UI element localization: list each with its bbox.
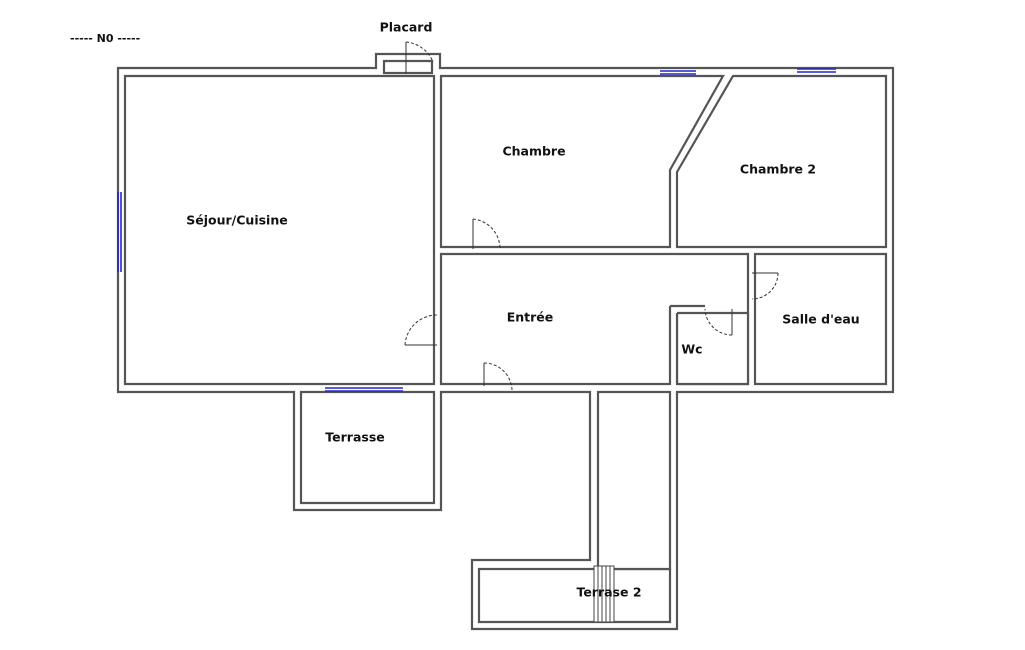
room-label-entree: Entrée xyxy=(507,310,554,325)
level-label: ----- N0 ----- xyxy=(70,32,140,45)
windows xyxy=(117,68,836,392)
room-label-placard: Placard xyxy=(380,20,433,35)
door-sejour xyxy=(404,314,438,346)
room-label-wc: Wc xyxy=(681,342,702,357)
door-chambre xyxy=(472,218,501,250)
terrasse2-corridor-inner xyxy=(596,390,672,571)
walls xyxy=(116,52,895,631)
room-label-terrasse2: Terrase 2 xyxy=(576,585,641,600)
stairs xyxy=(593,565,615,623)
doors xyxy=(404,41,779,391)
door-placard xyxy=(405,41,434,63)
room-label-chambre: Chambre xyxy=(502,144,565,159)
room-label-chambre2: Chambre 2 xyxy=(740,162,816,177)
chambre2-inner xyxy=(675,74,888,249)
room-labels: ----- N0 ----- Placard Chambre Chambre 2… xyxy=(70,20,860,600)
salle-eau-inner xyxy=(753,252,888,386)
door-entree xyxy=(483,362,513,391)
placard-inner xyxy=(382,59,434,75)
terrasse-inner xyxy=(299,390,436,505)
wc-wall-fill xyxy=(670,306,677,386)
room-label-salle-eau: Salle d'eau xyxy=(782,312,859,327)
door-wc xyxy=(704,308,733,336)
room-label-terrasse: Terrasse xyxy=(325,430,384,445)
chambre-inner xyxy=(439,74,725,249)
sejour-inner xyxy=(123,74,436,386)
room-label-sejour: Séjour/Cuisine xyxy=(186,213,287,228)
door-salle-eau xyxy=(751,272,779,300)
